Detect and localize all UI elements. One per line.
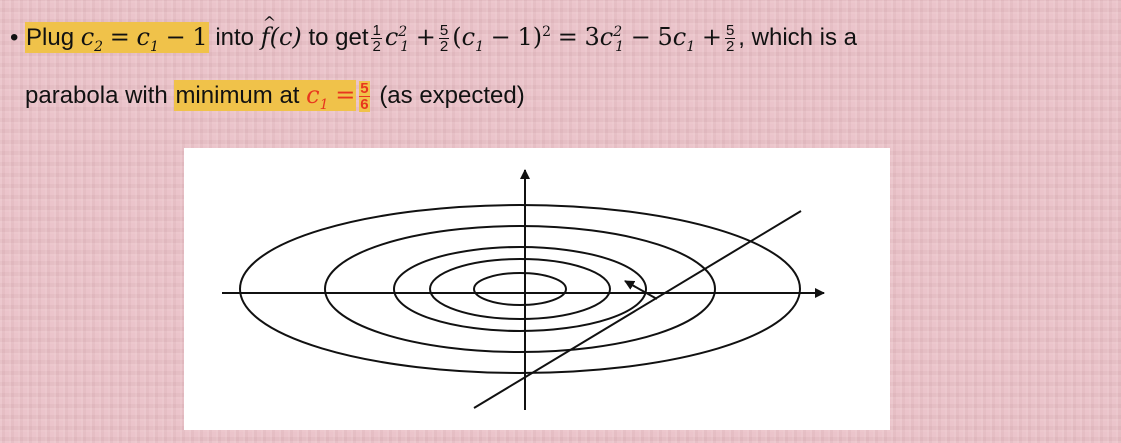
highlight-minimum: minimum at c1 = xyxy=(174,80,357,113)
math-one: 1 xyxy=(192,23,208,51)
contour-ellipse-5 xyxy=(473,272,567,306)
text-as-expected: (as expected) xyxy=(379,82,525,109)
math-c1-in-parens: c1 xyxy=(461,23,484,55)
text-which-is-a: , which is a xyxy=(738,24,858,51)
text-plug: Plug xyxy=(26,24,75,51)
math-c1-squared: c21 xyxy=(384,23,410,55)
math-equals-red: = xyxy=(335,81,356,109)
bullet-line-1: •Plug c2 = c1 − 1 into f(c) to get12c21 … xyxy=(10,6,858,56)
contour-ellipses-with-line-diagram-icon xyxy=(222,169,825,410)
figure-panel xyxy=(184,148,890,430)
math-f-hat-of-c: f(c) xyxy=(261,6,302,51)
text-minimum-at: minimum at xyxy=(175,82,300,109)
math-c1: c1 xyxy=(136,23,159,55)
text-into: into xyxy=(215,24,255,51)
math-c1-linear: c1 xyxy=(672,23,696,55)
math-c1-squared-2: c21 xyxy=(599,23,625,55)
bullet-icon: • xyxy=(10,24,19,51)
contour-ellipse-1 xyxy=(239,204,801,374)
constraint-line xyxy=(473,210,802,409)
highlight-plug-constraint: Plug c2 = c1 − 1 xyxy=(25,22,209,55)
tangent-arrow xyxy=(624,280,658,300)
math-equals: = xyxy=(109,23,130,51)
math-minus: − xyxy=(165,23,186,51)
text-parabola-with: parabola with xyxy=(25,82,168,109)
contour-ellipse-4 xyxy=(429,258,611,320)
text-to-get: to get xyxy=(308,24,369,51)
math-c2: c2 xyxy=(80,23,104,55)
math-c1-red: c1 xyxy=(306,81,329,113)
math-plus: + xyxy=(415,23,436,51)
contour-ellipse-2 xyxy=(324,225,716,353)
contour-ellipse-3 xyxy=(393,246,647,332)
